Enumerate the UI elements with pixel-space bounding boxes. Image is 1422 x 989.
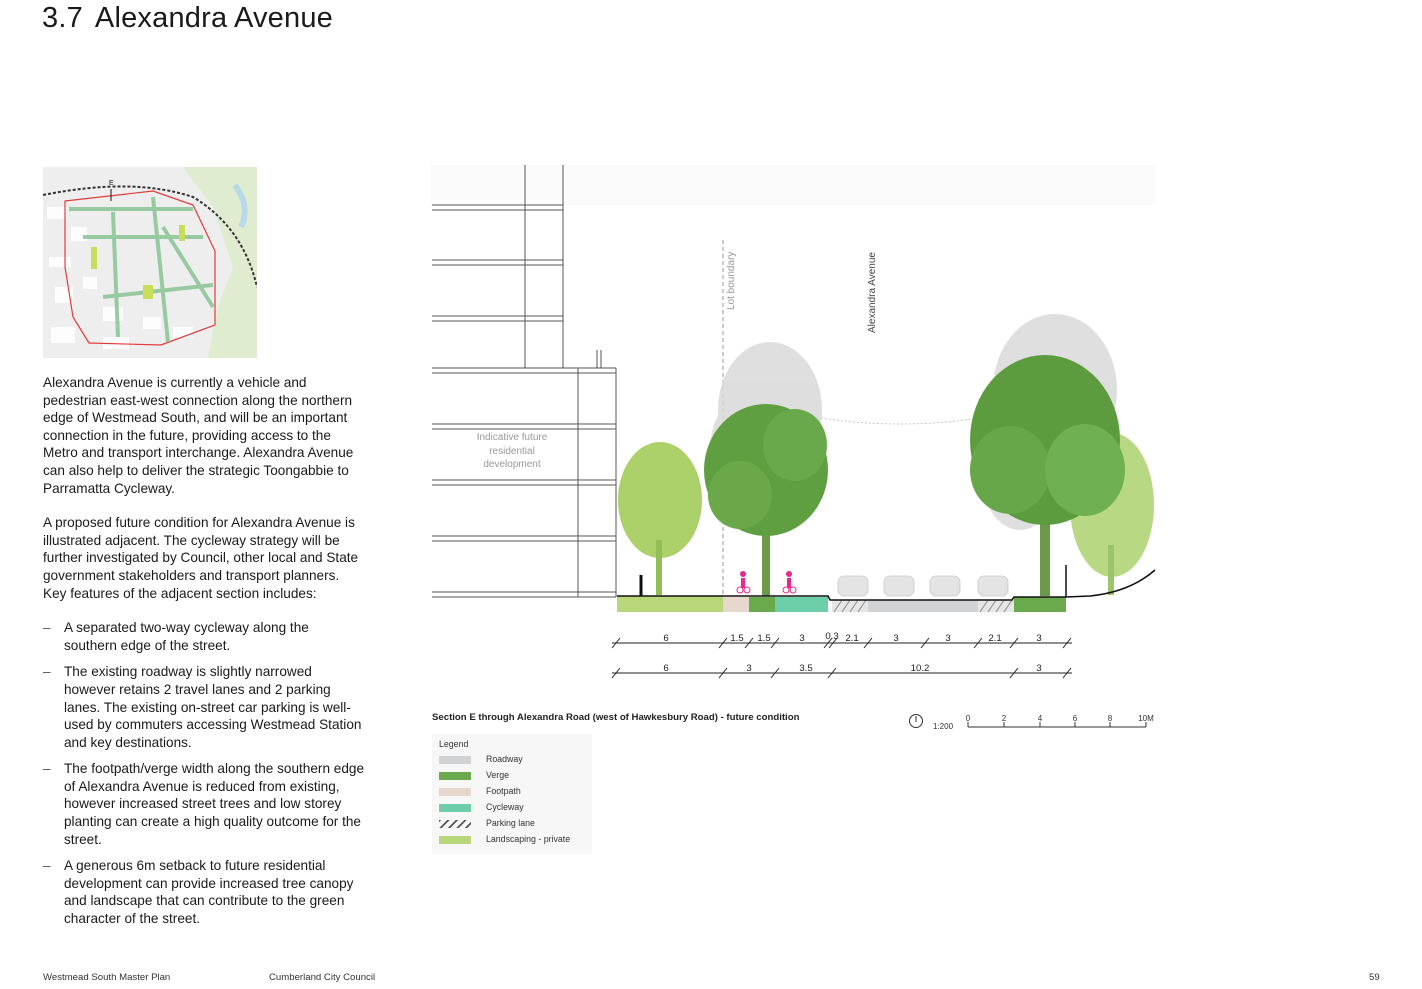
legend-item-verge: Verge: [439, 770, 589, 782]
scale-ratio: 1:200: [933, 722, 954, 731]
legend-label: Cycleway: [486, 802, 524, 812]
dim-row1-label: 3: [945, 633, 950, 644]
private-tree-left: [618, 442, 702, 595]
key-features-list: A separated two-way cycleway along the s…: [43, 619, 365, 928]
dim-row1-label: 1.5: [730, 633, 743, 644]
building-label-line1: Indicative future: [477, 432, 548, 443]
scale-tick: 10M: [1138, 714, 1154, 723]
dimension-row-2-lines: [611, 667, 1072, 679]
building-label-line3: development: [483, 459, 540, 470]
legend-item-cycleway: Cycleway: [439, 802, 589, 814]
dim-row2-label: 3: [746, 663, 751, 674]
dimension-row-1-lines: [611, 637, 1072, 649]
dim-row1-label: 2.1: [988, 633, 1001, 644]
legend-swatch: [439, 788, 471, 796]
page-number: 59: [1369, 972, 1380, 983]
legend-label: Footpath: [486, 786, 521, 796]
dim-row2-label: 10.2: [911, 663, 930, 674]
key-map: E: [43, 167, 257, 358]
legend-label: Roadway: [486, 754, 523, 764]
section-number: 3.7: [42, 2, 83, 34]
dim-row1-label: 3: [799, 633, 804, 644]
dim-row1-label: 0.3: [825, 631, 838, 642]
keymap-boundary: [64, 190, 216, 346]
section-caption: Section E through Alexandra Road (west o…: [432, 712, 800, 723]
dim-row2-label: 3.5: [799, 663, 812, 674]
scale-tick: 4: [1038, 714, 1043, 723]
legend-item-footpath: Footpath: [439, 786, 589, 798]
section-title: Alexandra Avenue: [94, 2, 333, 34]
street-tree-right: [970, 355, 1125, 596]
legend-swatch: [439, 820, 471, 828]
legend-label: Verge: [486, 770, 509, 780]
legend-item-landscaping-private: Landscaping - private: [439, 834, 589, 846]
surface-landscaping-private: [617, 596, 723, 612]
north-arrow-icon: [909, 714, 923, 728]
page-title: 3.7 Alexandra Avenue: [42, 2, 333, 35]
parked-cars: [837, 575, 1009, 597]
legend-swatch: [439, 756, 471, 764]
legend-label: Parking lane: [486, 818, 535, 828]
legend-swatch: [439, 772, 471, 780]
paragraph-intro: Alexandra Avenue is currently a vehicle …: [43, 375, 354, 496]
surface-roadway: [868, 600, 978, 612]
legend-title: Legend: [439, 739, 469, 749]
surface-verge-left: [749, 597, 775, 612]
legend-item-roadway: Roadway: [439, 754, 589, 766]
surface-cycleway: [775, 597, 828, 612]
street-section-drawing: Indicative future residential developmen…: [430, 165, 1156, 679]
list-item: The footpath/verge width along the south…: [43, 760, 365, 848]
building-label-line2: residential: [489, 446, 535, 457]
dim-row1-label: 3: [893, 633, 898, 644]
legend-swatch: [439, 804, 471, 812]
keymap-railway: [43, 185, 257, 288]
list-item: A generous 6m setback to future resident…: [43, 857, 365, 927]
scale-tick: 6: [1073, 714, 1078, 723]
body-text: Alexandra Avenue is currently a vehicle …: [43, 374, 365, 937]
dim-row1-label: 1.5: [757, 633, 770, 644]
surface-footpath: [723, 597, 749, 612]
footer-document-title: Westmead South Master Plan: [43, 972, 171, 983]
ground-line: [617, 569, 1156, 601]
scale-tick: 0: [966, 714, 971, 723]
dim-row1-label: 6: [663, 633, 668, 644]
dim-row1-label: 2.1: [845, 633, 858, 644]
street-name-label: Alexandra Avenue: [867, 252, 878, 333]
lot-boundary-label: Lot boundary: [726, 252, 737, 310]
street-tree-left: [704, 404, 828, 596]
scale-tick: 2: [1002, 714, 1007, 723]
list-item: A separated two-way cycleway along the s…: [43, 619, 365, 654]
legend-label: Landscaping - private: [486, 834, 571, 844]
surface-parking-right: [978, 600, 1014, 612]
paragraph-features: A proposed future condition for Alexandr…: [43, 515, 359, 601]
legend: Legend Roadway Verge Footpath Cycleway P…: [432, 734, 592, 854]
legend-swatch: [439, 836, 471, 844]
legend-item-parking-lane: Parking lane: [439, 818, 589, 830]
keymap-section-marker: E: [109, 180, 114, 187]
keymap-parkland: [183, 167, 257, 358]
scale-tick: 8: [1108, 714, 1113, 723]
dim-row1-label: 3: [1036, 633, 1041, 644]
footer-organisation: Cumberland City Council: [269, 972, 376, 983]
surface-verge-right: [1014, 597, 1066, 612]
future-building-outline: [432, 350, 617, 598]
dim-row2-label: 6: [663, 663, 668, 674]
dim-row2-label: 3: [1036, 663, 1041, 674]
surface-parking-left: [832, 600, 868, 612]
cyclist-figures: [736, 571, 797, 594]
list-item: The existing roadway is slightly narrowe…: [43, 663, 365, 751]
scale-bar: 1:200 0 2 4 6 8 10M: [909, 714, 1154, 731]
